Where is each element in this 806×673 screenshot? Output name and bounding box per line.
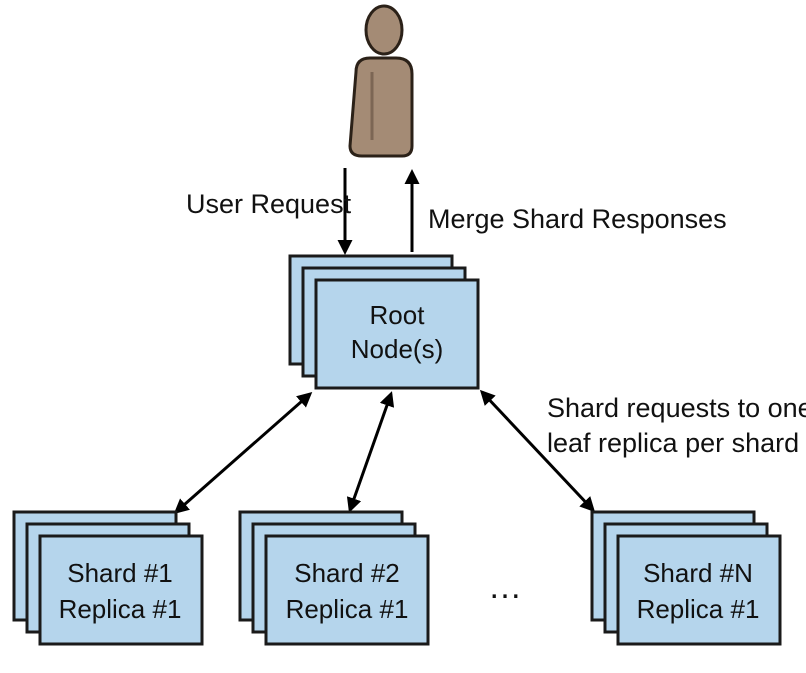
leaf-1-line2: Replica #1 [59,594,182,624]
person-body [348,56,414,158]
root-node-line1: Root [370,300,426,330]
user-request-label: User Request [186,189,352,219]
leaf-1-line1: Shard #1 [67,558,173,588]
leaf-2-line2: Replica #1 [286,594,409,624]
leaf-n-line2: Replica #1 [637,594,760,624]
root-shardN-arrow [479,389,596,513]
root-node-stack: Root Node(s) [288,254,480,390]
leaf-shard-1-stack: Shard #1 Replica #1 [12,510,204,646]
root-node [314,278,480,390]
shard-requests-label-line1: Shard requests to one [547,393,806,423]
leaf-shard-n-stack: Shard #N Replica #1 [590,510,782,646]
ellipsis: … [488,568,522,606]
person-head [364,4,404,56]
leaf-shard-1 [38,534,204,646]
leaf-2-line1: Shard #2 [294,558,400,588]
root-shard1-arrow [173,392,313,514]
root-node-line2: Node(s) [351,334,443,364]
leaf-shard-2-stack: Shard #2 Replica #1 [238,510,430,646]
leaf-shard-n [616,534,782,646]
person-icon [348,4,414,158]
shard-requests-label-line2: leaf replica per shard [547,428,799,458]
leaf-n-line1: Shard #N [643,558,753,588]
root-shard2-arrow [346,391,395,513]
leaf-shard-2 [264,534,430,646]
merge-responses-label: Merge Shard Responses [428,204,727,234]
